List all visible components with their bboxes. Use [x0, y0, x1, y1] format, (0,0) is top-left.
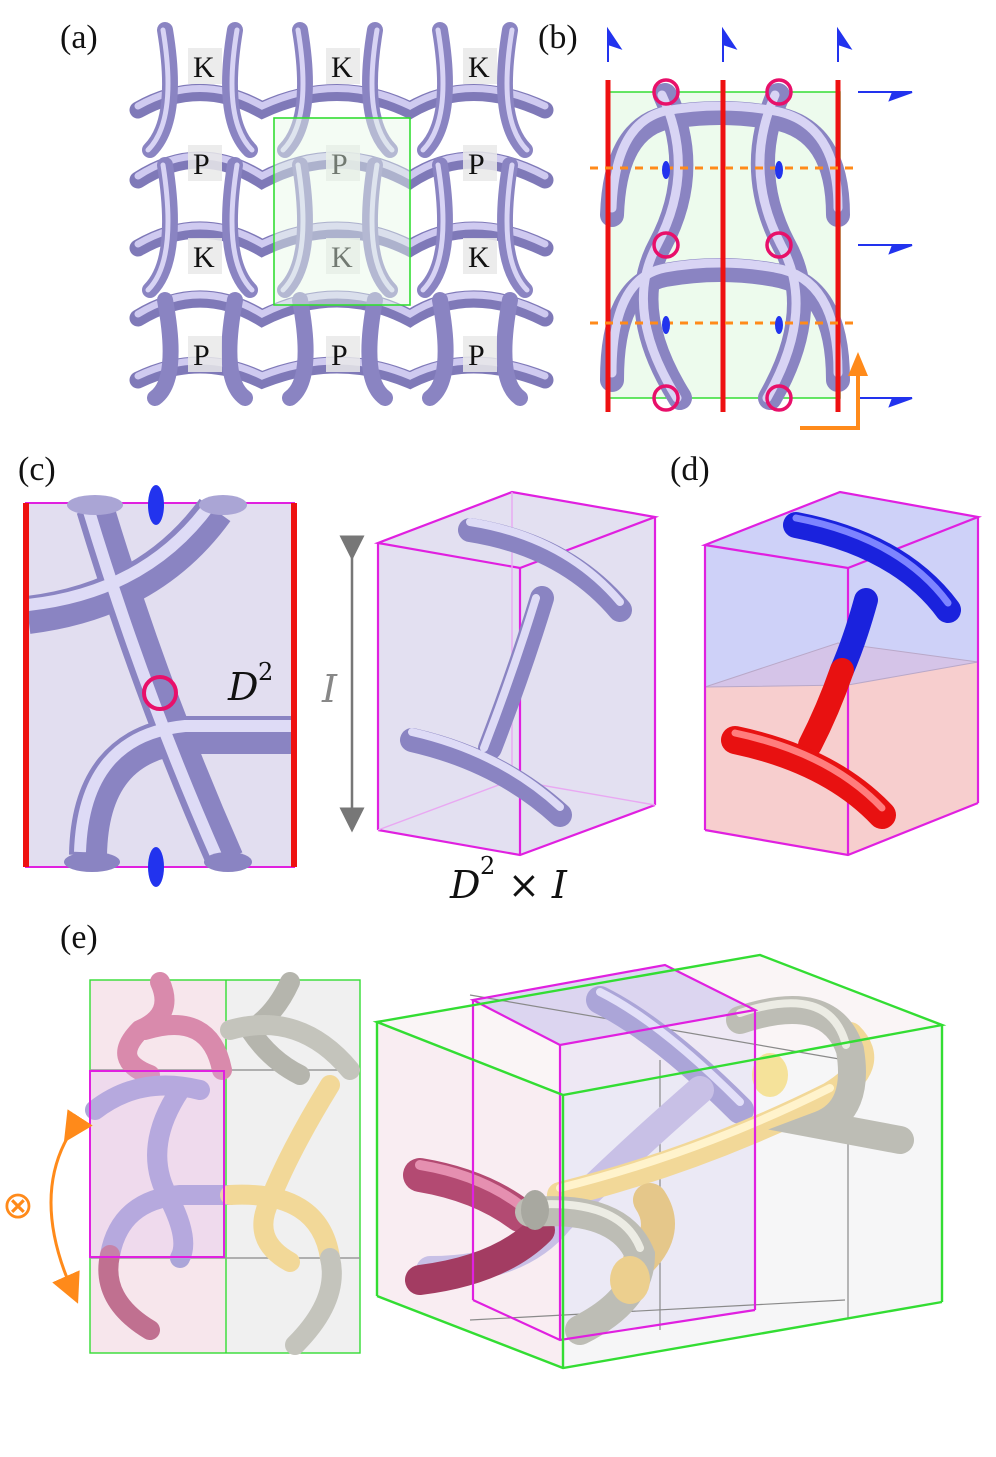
- twofold-axis: [148, 847, 164, 887]
- inversion-center: [142, 675, 178, 711]
- yarn-end-cap: [204, 852, 252, 872]
- axis-into-page-icon: ⊗: [2, 1183, 34, 1227]
- yarn-end-cap: [521, 1190, 549, 1230]
- panel-e: (e) ⊗: [2, 919, 947, 1370]
- inversion-centers: [652, 78, 793, 412]
- stitch-label: K: [193, 241, 215, 274]
- disk-label-superscript: 2: [258, 658, 273, 686]
- yarn-end-cap: [610, 1256, 650, 1304]
- yarn-end-cap: [752, 1053, 788, 1097]
- twofold-axes: [662, 161, 783, 334]
- panel-b-label: (b): [538, 19, 578, 56]
- stitch-label: P: [331, 339, 348, 372]
- stitch-label: P: [331, 148, 348, 181]
- upper-half: [705, 492, 978, 687]
- interval-label: I: [321, 667, 338, 711]
- stitch-label: K: [468, 51, 490, 84]
- rotation-arrow: [49, 1109, 93, 1304]
- stitch-label: P: [468, 148, 485, 181]
- unit-cell-box: [273, 117, 411, 306]
- product-label-superscript: 2: [480, 852, 495, 880]
- stitch-label: P: [193, 148, 210, 181]
- panel-d-label: (d): [670, 451, 710, 488]
- glide-vector-icon: [800, 352, 868, 430]
- supercell-3d: [372, 953, 947, 1370]
- yarn-end-cap: [64, 852, 120, 872]
- yarn-segments: [25, 498, 292, 868]
- panel-c-label: (c): [18, 451, 56, 488]
- mirror-lines: [605, 80, 841, 412]
- panel-c: (c) D 2 I: [18, 451, 660, 907]
- panel-a-label: (a): [60, 19, 98, 56]
- lower-half: [705, 662, 978, 855]
- disk-label: D: [227, 665, 258, 709]
- twofold-axis: [148, 485, 164, 525]
- screw-axis-arrows: [607, 26, 913, 408]
- stitch-label: P: [193, 339, 210, 372]
- yarn-strands: [85, 972, 360, 1355]
- stitch-label: K: [331, 51, 353, 84]
- yarn-end-cap: [199, 495, 247, 515]
- yarn-end-cap: [67, 495, 123, 515]
- stitch-label: K: [331, 241, 353, 274]
- stitch-labels: K K K P P P K K K P P P: [188, 48, 497, 372]
- stitch-label: K: [468, 241, 490, 274]
- product-label-rest: × I: [508, 863, 568, 907]
- stitch-label: P: [468, 339, 485, 372]
- panel-e-label: (e): [60, 919, 98, 956]
- unit-cell-box: [89, 1070, 225, 1258]
- yarn-cell: [600, 83, 850, 410]
- panel-d: (d): [670, 451, 983, 857]
- panel-a: (a): [60, 19, 554, 406]
- panel-b: (b): [538, 19, 913, 430]
- stitch-label: K: [193, 51, 215, 84]
- thickened-disk-box: [373, 490, 660, 857]
- product-label: D: [449, 863, 480, 907]
- glide-lines: [590, 166, 860, 325]
